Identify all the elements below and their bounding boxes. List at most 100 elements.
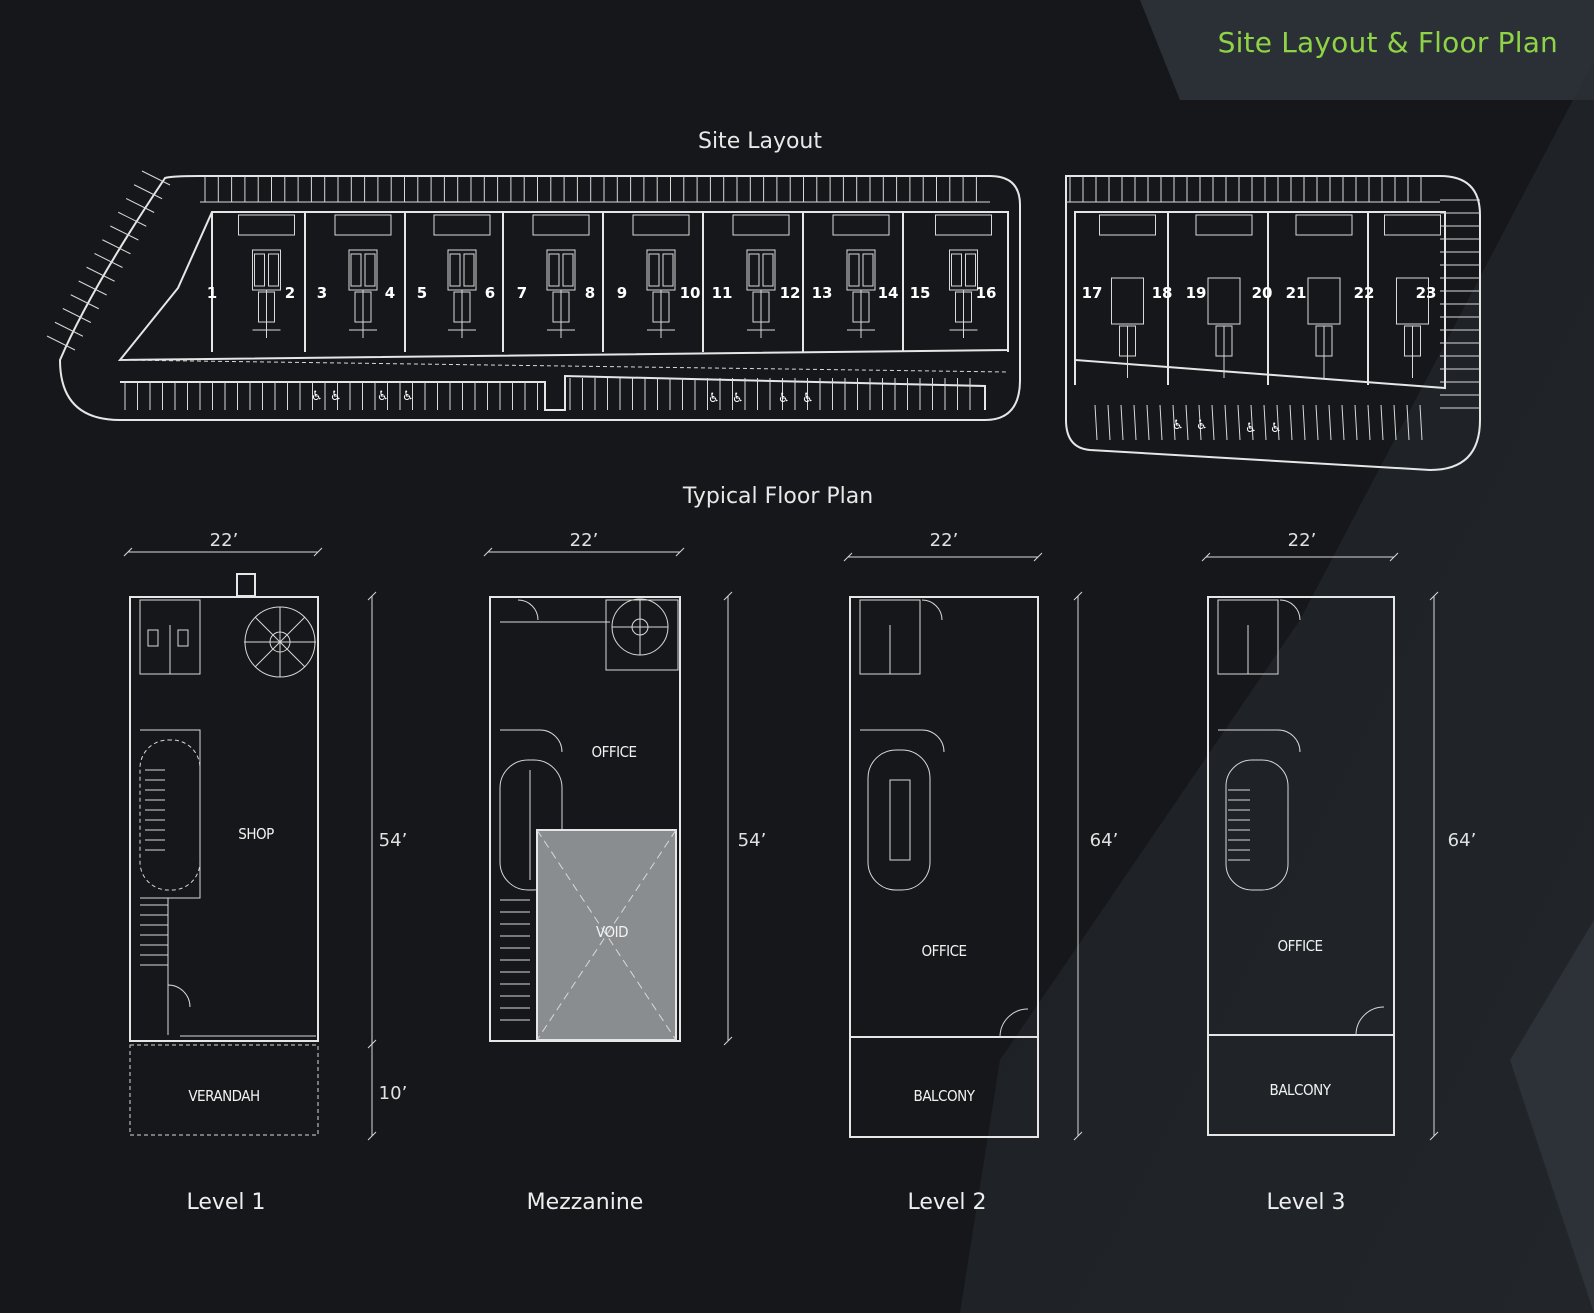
plan-line	[1276, 404, 1280, 441]
plan-line	[110, 225, 139, 241]
unit-number: 23	[1415, 284, 1437, 302]
plan-shape	[238, 214, 295, 236]
site-layout-title: Site Layout	[697, 129, 823, 154]
level-3-label: Level 3	[1266, 1190, 1346, 1215]
mezzanine-depth: 54’	[737, 830, 767, 851]
unit-number: 4	[384, 284, 396, 302]
plan-shape	[632, 214, 690, 236]
unit-number: 1	[206, 284, 218, 302]
plan-shape	[1207, 277, 1241, 325]
plan-line	[141, 170, 171, 186]
plan-line	[1263, 404, 1267, 441]
plan-shape	[433, 214, 491, 236]
plan-shape	[562, 253, 574, 287]
plan-level-1	[123, 547, 377, 1141]
plan-line	[1237, 404, 1241, 441]
plan-line	[133, 184, 163, 200]
plan-shape	[463, 253, 475, 287]
plan-shape	[449, 253, 461, 287]
plan-shape	[1111, 277, 1144, 325]
plan-shape	[1099, 214, 1156, 236]
plan-line	[1406, 404, 1410, 441]
plan-shape	[254, 253, 265, 287]
plan-line	[1328, 404, 1332, 441]
level-1-depth: 54’	[378, 830, 408, 851]
plan-mezzanine	[483, 547, 733, 1046]
plan-line	[1120, 404, 1124, 441]
mezzanine-label: Mezzanine	[526, 1190, 644, 1215]
unit-number: 2	[284, 284, 296, 302]
plan-line	[94, 253, 123, 268]
wheelchair-icon: ♿	[778, 391, 790, 406]
plan-line	[1094, 404, 1098, 441]
unit-number: 17	[1081, 284, 1103, 302]
unit-number: 19	[1185, 284, 1207, 302]
plan-shape	[268, 253, 279, 287]
plan-shape	[848, 253, 860, 287]
plan-line	[70, 294, 99, 310]
plan-line	[46, 335, 76, 351]
unit-number: 20	[1251, 284, 1273, 302]
plan-shape	[965, 253, 976, 287]
plan-line	[1198, 404, 1202, 441]
unit-number: 14	[877, 284, 899, 302]
plan-line	[125, 198, 155, 213]
plan-line	[1380, 404, 1384, 441]
unit-number: 9	[616, 284, 628, 302]
unit-number: 13	[811, 284, 833, 302]
room-verandah: VERANDAH	[188, 1087, 260, 1105]
plan-shape	[532, 214, 590, 236]
unit-number: 16	[975, 284, 997, 302]
plan-line	[78, 280, 107, 296]
room-office-level-3: OFFICE	[1277, 937, 1323, 955]
room-balcony-level-2: BALCONY	[913, 1087, 975, 1105]
unit-number: 7	[516, 284, 528, 302]
wheelchair-icon: ♿	[1172, 418, 1184, 433]
wheelchair-icon: ♿	[802, 391, 814, 406]
plan-shape	[1295, 214, 1353, 236]
floor-plan-title: Typical Floor Plan	[682, 484, 874, 509]
plan-shape	[364, 253, 376, 287]
plan-line	[102, 239, 131, 255]
plan-shape	[935, 214, 992, 236]
plan-shape	[1195, 214, 1253, 236]
plan-line	[1367, 404, 1371, 441]
plan-shape	[1396, 277, 1429, 325]
plan-shape	[648, 253, 660, 287]
plan-shape	[732, 214, 790, 236]
unit-number: 22	[1353, 284, 1375, 302]
wheelchair-icon: ♿	[1196, 418, 1208, 433]
room-shop: SHOP	[238, 825, 274, 843]
plan-line	[62, 308, 92, 323]
room-office-level-2: OFFICE	[921, 942, 967, 960]
plan-line	[118, 211, 147, 227]
level-1-width: 22’	[209, 530, 239, 551]
plan-line	[1133, 404, 1137, 441]
unit-number: 5	[416, 284, 428, 302]
level-3-depth: 64’	[1447, 830, 1477, 851]
wheelchair-icon: ♿	[1270, 421, 1282, 436]
unit-number: 8	[584, 284, 596, 302]
plan-line	[1146, 404, 1150, 441]
unit-number: 6	[484, 284, 496, 302]
plan-line	[1224, 404, 1228, 441]
mezzanine-width: 22’	[569, 530, 599, 551]
plan-shape	[548, 253, 560, 287]
level-1-label: Level 1	[186, 1190, 266, 1215]
plan-shape	[1384, 214, 1441, 236]
unit-number: 11	[711, 284, 733, 302]
plan-shape	[334, 214, 392, 236]
plan-shape	[1307, 277, 1341, 325]
level-1-extra-depth: 10’	[378, 1083, 408, 1104]
plan-shape	[662, 253, 674, 287]
wheelchair-icon: ♿	[330, 389, 342, 404]
wheelchair-icon: ♿	[1245, 421, 1257, 436]
plan-shape	[350, 253, 362, 287]
plan-line	[1315, 404, 1319, 441]
level-2-label: Level 2	[907, 1190, 987, 1215]
room-void: VOID	[596, 923, 628, 941]
wheelchair-icon: ♿	[732, 391, 744, 406]
level-3-width: 22’	[1287, 530, 1317, 551]
